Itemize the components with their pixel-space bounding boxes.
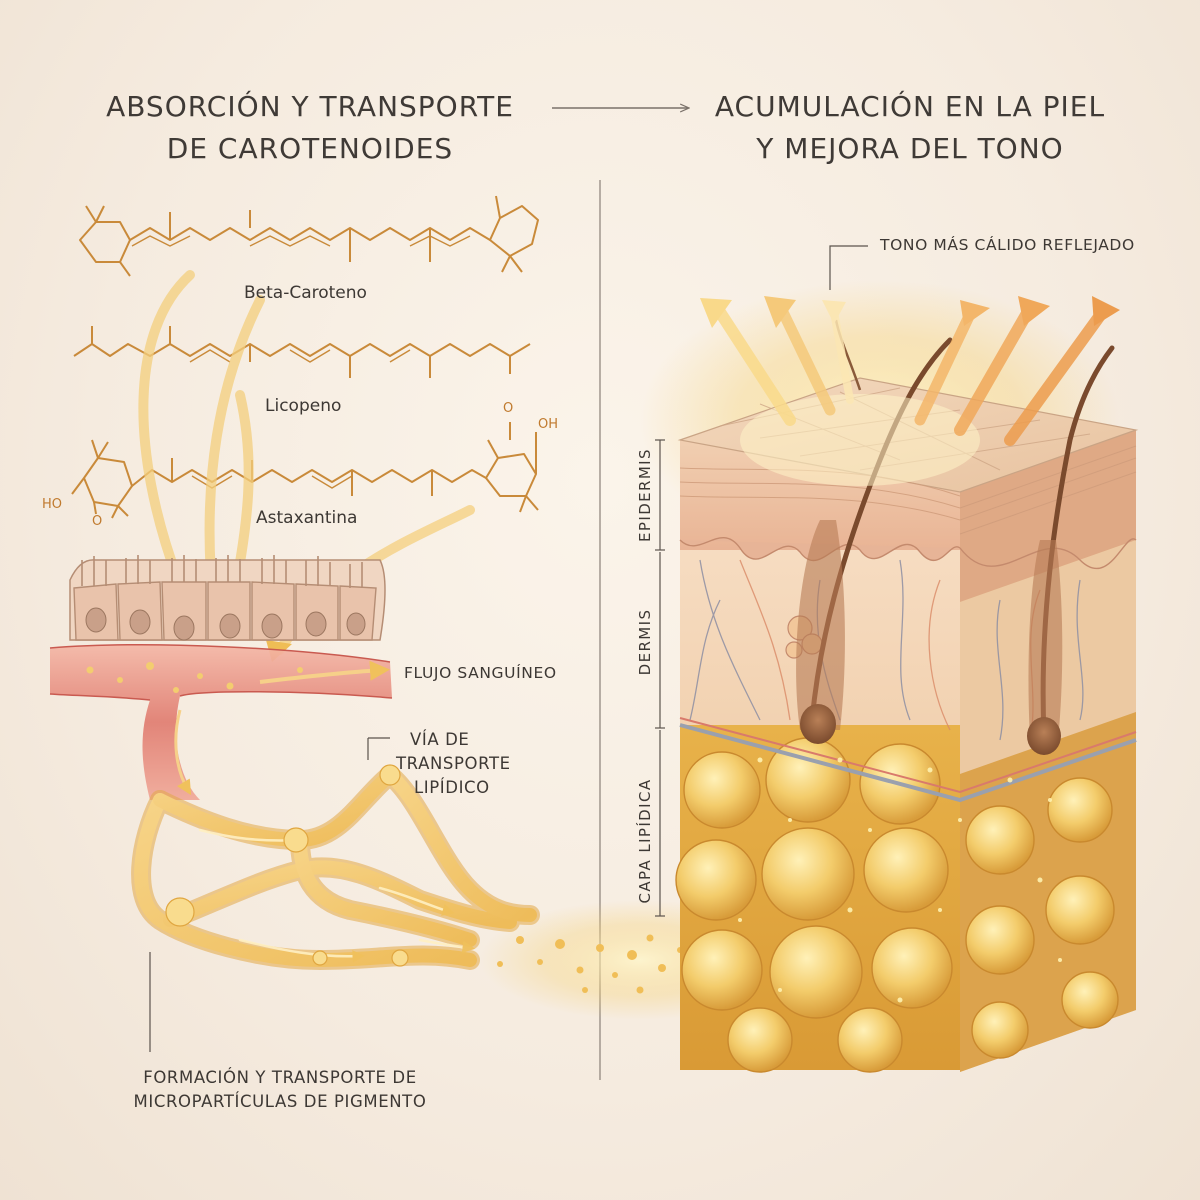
capa-lipidica-label: CAPA LIPÍDICA [636,778,654,904]
reflected-tone-arrows [700,296,1120,446]
left-title: ABSORCIÓN Y TRANSPORTE DE CAROTENOIDES [60,86,560,170]
formacion-line1: FORMACIÓN Y TRANSPORTE DE [143,1068,417,1087]
atom-o-upper: O [503,401,514,416]
formacion-line2: MICROPARTÍCULAS DE PIGMENTO [133,1092,427,1111]
skin-block [640,280,1139,1073]
flujo-sanguineo-label: FLUJO SANGUÍNEO [404,664,557,682]
beta-carotene-label: Beta-Caroteno [244,283,367,303]
right-title-line2: Y MEJORA DEL TONO [756,132,1064,165]
astaxanthin-label: Astaxantina [256,508,358,528]
atom-ho: HO [42,497,63,512]
via-line3: LIPÍDICO [414,778,490,797]
lycopene-label: Licopeno [265,396,342,416]
left-title-line1: ABSORCIÓN Y TRANSPORTE [106,90,514,123]
layer-brackets [655,439,665,917]
dermis-label: DERMIS [636,608,654,676]
via-line2: TRANSPORTE [396,754,511,773]
right-title-line1: ACUMULACIÓN EN LA PIEL [714,90,1106,123]
intestinal-cells [69,555,386,641]
beta-carotene-structure [79,195,539,277]
atom-oh: OH [538,417,559,432]
hair-follicles [796,319,1115,755]
atom-o-lower: O [92,514,103,529]
right-title: ACUMULACIÓN EN LA PIEL Y MEJORA DEL TONO [680,86,1140,170]
tono-label: TONO MÁS CÁLIDO REFLEJADO [880,236,1135,254]
via-line1: VÍA DE [410,730,470,749]
left-title-line2: DE CAROTENOIDES [166,132,454,165]
tono-leader-line [829,245,868,290]
epidermis-label: EPIDERMIS [636,448,654,542]
formacion-label: FORMACIÓN Y TRANSPORTE DE MICROPARTÍCULA… [100,1066,460,1114]
via-transporte-label: VÍA DE TRANSPORTE LIPÍDICO [396,728,536,800]
blood-vessel [49,644,393,800]
lipid-network [131,764,540,970]
